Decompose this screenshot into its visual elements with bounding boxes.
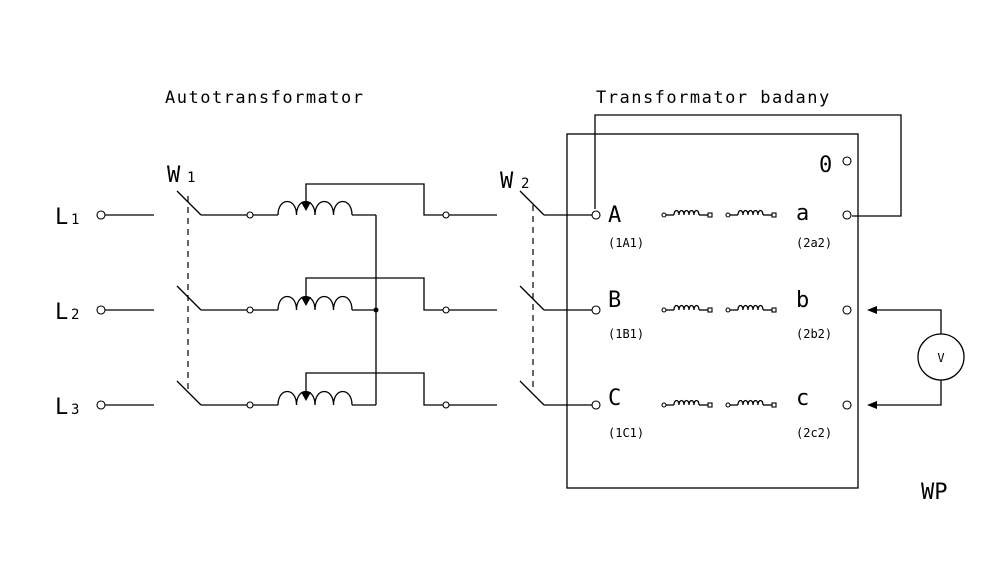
voltmeter-label: V	[937, 351, 944, 365]
winding-terminal	[725, 307, 731, 313]
a-to-a-link-wire	[594, 114, 902, 217]
winding-terminal	[725, 212, 731, 218]
switch-w1-blade	[176, 380, 202, 406]
line-label-l1: L 1	[55, 205, 79, 230]
winding-terminal	[661, 307, 667, 313]
autotransformer-title: Autotransformator	[165, 88, 365, 108]
winding-terminal	[707, 402, 713, 408]
arrow-b-icon	[867, 306, 877, 314]
autotransformer-tap-wire	[305, 277, 443, 311]
winding-terminal	[771, 212, 777, 218]
voltmeter-lead-c	[876, 380, 942, 406]
svg-text:W: W	[167, 163, 181, 188]
svg-text:2: 2	[521, 176, 529, 192]
secondary-code-b: (2b2)	[796, 327, 832, 341]
primary-code-a: (1A1)	[608, 236, 644, 250]
winding-terminal	[771, 307, 777, 313]
winding-coil	[737, 399, 764, 406]
svg-text:L: L	[55, 300, 68, 325]
secondary-label-a: a	[796, 201, 809, 226]
autotransformer-tap-wire	[305, 183, 443, 216]
star-junction-dot	[373, 307, 379, 313]
winding-terminal	[771, 402, 777, 408]
winding-terminal	[725, 402, 731, 408]
secondary-code-c: (2c2)	[796, 426, 832, 440]
line-label-l3: L 3	[55, 395, 79, 420]
winding-coil	[673, 399, 700, 406]
secondary-code-a: (2a2)	[796, 236, 832, 250]
winding-coil	[737, 304, 764, 311]
tap-arrow-icon	[301, 392, 311, 401]
voltmeter-lead-b	[876, 309, 942, 334]
figure-caption: WP	[921, 480, 948, 505]
line-input-terminal	[96, 210, 106, 220]
switch-w1-blade	[176, 285, 202, 311]
secondary-label-b: b	[796, 288, 809, 313]
arrow-c-icon	[867, 401, 877, 409]
switch-w2-blade	[519, 285, 545, 311]
primary-label-b: B	[608, 288, 621, 313]
winding-terminal	[661, 402, 667, 408]
primary-label-c: C	[608, 386, 621, 411]
svg-text:2: 2	[71, 307, 79, 323]
autotransformer-input-terminal	[246, 211, 254, 219]
secondary-terminal	[842, 400, 852, 410]
autotransformer-input-terminal	[246, 401, 254, 409]
neutral-label: 0	[819, 153, 832, 178]
switch-w1-blade	[176, 190, 202, 216]
autotransformer-tap-wire	[305, 372, 443, 406]
transformer-box	[566, 133, 859, 489]
winding-terminal	[707, 307, 713, 313]
primary-terminal	[591, 305, 601, 315]
svg-text:W: W	[500, 169, 514, 194]
autotransformer-output-terminal	[442, 211, 450, 219]
primary-terminal	[591, 210, 601, 220]
winding-terminal	[707, 212, 713, 218]
switch-w2-blade	[519, 190, 545, 216]
switch-w2-blade	[519, 380, 545, 406]
svg-text:1: 1	[187, 170, 195, 186]
secondary-terminal	[842, 210, 852, 220]
voltmeter: V	[867, 306, 965, 409]
secondary-label-c: c	[796, 386, 809, 411]
tap-arrow-icon	[301, 297, 311, 306]
switch-w2-label: W 2	[500, 169, 529, 194]
autotransformer-output-terminal	[442, 306, 450, 314]
autotransformer-coil	[277, 390, 353, 406]
winding-coil	[673, 209, 700, 216]
svg-text:L: L	[55, 395, 68, 420]
primary-code-b: (1B1)	[608, 327, 644, 341]
tap-arrow-icon	[301, 202, 311, 211]
winding-terminal	[661, 212, 667, 218]
autotransformer-input-terminal	[246, 306, 254, 314]
primary-terminal	[591, 400, 601, 410]
primary-label-a: A	[608, 203, 621, 228]
autotransformer-coil	[277, 200, 353, 216]
phase-rows	[96, 183, 852, 410]
autotransformer-output-terminal	[442, 401, 450, 409]
line-input-terminal	[96, 305, 106, 315]
svg-text:1: 1	[71, 212, 79, 228]
switch-w1-label: W 1	[167, 163, 195, 188]
svg-text:3: 3	[71, 402, 79, 418]
winding-coil	[737, 209, 764, 216]
autotransformer-coil	[277, 295, 353, 311]
transformer-title: Transformator badany	[596, 88, 831, 108]
svg-text:L: L	[55, 205, 68, 230]
line-label-l2: L 2	[55, 300, 79, 325]
secondary-terminal	[842, 305, 852, 315]
winding-coil	[673, 304, 700, 311]
line-input-terminal	[96, 400, 106, 410]
primary-code-c: (1C1)	[608, 426, 644, 440]
neutral-terminal	[842, 156, 852, 166]
